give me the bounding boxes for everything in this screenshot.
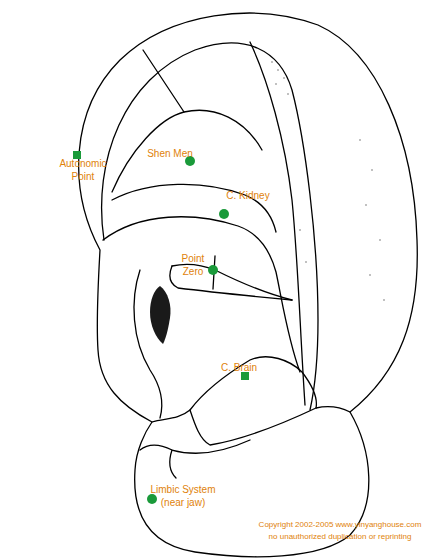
shading-dot (383, 299, 384, 300)
shading-dot (271, 61, 272, 62)
point-marker (147, 494, 157, 504)
shading-dot (275, 83, 276, 84)
intertragic-notch (152, 407, 350, 445)
shading-dot (283, 77, 284, 78)
shading-dot (305, 261, 306, 262)
helix-inner-edge (102, 43, 318, 410)
point-label: Point Zero (175, 252, 211, 278)
point-marker-square (241, 372, 249, 380)
inferior-crus (103, 217, 300, 372)
shading-dots (271, 61, 384, 300)
point-marker-square (73, 151, 81, 159)
point-marker (208, 265, 218, 275)
ear-canal (150, 286, 171, 344)
copyright-note: Copyright 2002-2005 www.yinyanghouse.com… (256, 519, 424, 543)
point-label: C. Kidney (208, 189, 288, 202)
shading-dot (371, 169, 372, 170)
point-label: Shen Men (130, 147, 210, 160)
ear-outline (79, 13, 418, 557)
helix-divider (143, 50, 184, 112)
shading-dot (359, 139, 360, 140)
shading-dot (299, 229, 300, 230)
antitragus (190, 357, 316, 410)
point-marker (219, 209, 229, 219)
shading-dot (369, 274, 370, 275)
point-label: C. Brain (204, 361, 274, 374)
shading-dot (287, 93, 288, 94)
shading-dot (365, 204, 366, 205)
shading-dot (277, 69, 278, 70)
shading-dot (379, 239, 380, 240)
superior-crus (112, 110, 262, 192)
point-label: Autonomic Point (55, 157, 111, 183)
lobe-line (140, 440, 250, 453)
lobe-divider (170, 450, 176, 478)
point-label: Limbic System (near jaw) (145, 483, 221, 509)
scapha-line (250, 42, 305, 405)
